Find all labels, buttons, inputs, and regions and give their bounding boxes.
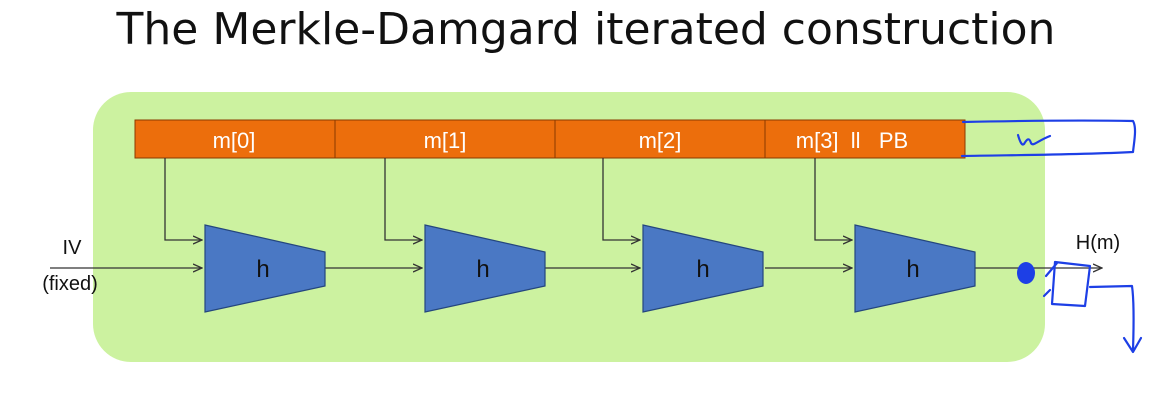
compression-function-0 [204,224,326,313]
output-dot-mark [1017,262,1035,284]
message-feed-arrows [164,158,852,240]
compression-label-3: h [906,256,919,283]
message-block-3-padded: m[3] ll PB [796,128,908,153]
handwritten-annotations [960,119,1143,354]
message-block-1: m[1] [424,128,467,153]
extension-bracket-mark [960,119,1137,158]
slide-title: The Merkle-Damgard iterated construction [116,4,1056,55]
compression-label-1: h [476,256,489,283]
message-bar [134,119,966,159]
down-arrow-mark [1088,284,1143,354]
compression-function-3 [854,224,976,313]
message-block-0: m[0] [213,128,256,153]
handwritten-w-mark [1016,133,1052,146]
compression-label-2: h [696,256,709,283]
length-box-mark [1042,260,1092,308]
compression-label-0: h [256,256,269,283]
compression-function-2 [642,224,764,313]
diagram-panel [93,92,1045,362]
iv-label: IV [63,237,83,259]
output-label: H(m) [1076,232,1120,254]
compression-function-1 [424,224,546,313]
message-block-2: m[2] [639,128,682,153]
iv-fixed-note: (fixed) [42,273,98,295]
